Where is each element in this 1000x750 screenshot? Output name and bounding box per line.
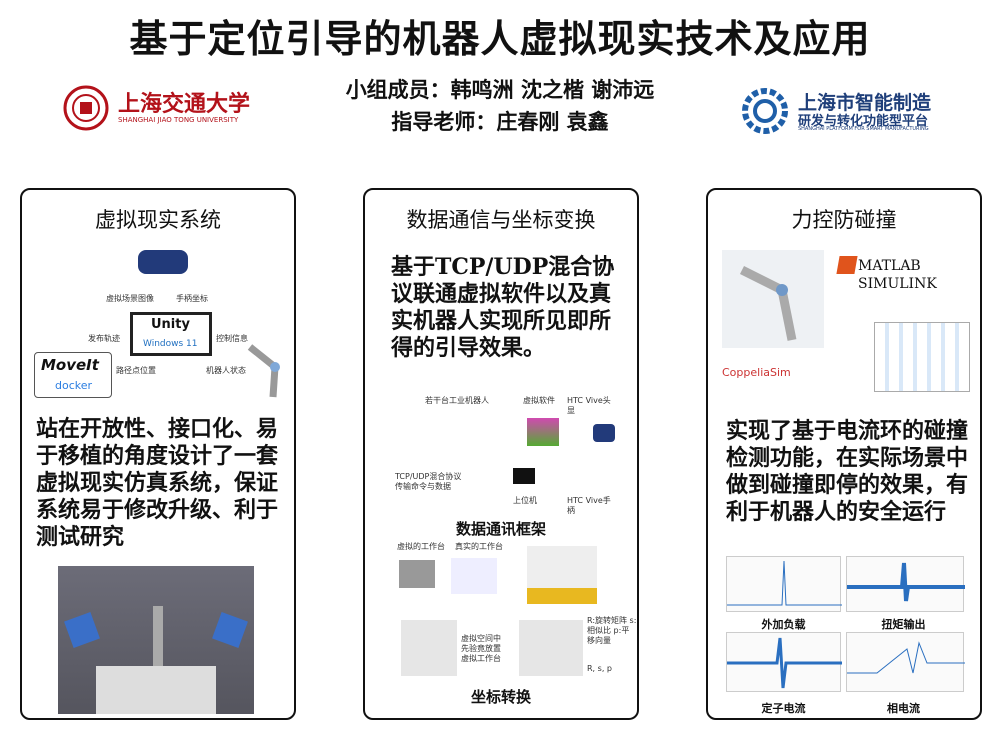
platform-name-cn1: 上海市智能制造 <box>798 92 932 114</box>
label-robots: 若干台工业机器人 <box>425 396 489 405</box>
sjtu-name-cn: 上海交通大学 <box>118 91 251 117</box>
label-controller-coords: 手柄坐标 <box>176 294 208 303</box>
label-pc: 上位机 <box>513 496 537 505</box>
label-rsp: R, s, p <box>587 664 612 673</box>
platform-name-cn2: 研发与转化功能型平台 <box>798 114 929 129</box>
chart-stator-current <box>726 632 842 692</box>
table-shape <box>96 666 216 714</box>
moveit-docker-box: MoveIt docker <box>34 352 112 398</box>
chart-label: 外加负载 <box>761 618 806 631</box>
simulink-label: SIMULINK <box>858 276 937 292</box>
robot-arm-icon <box>739 265 797 341</box>
panel-communication: 数据通信与坐标变换 基于TCP/UDP混合协议联通虚拟软件以及真实机器人实现所见… <box>363 188 639 720</box>
virtual-bench-shape <box>399 560 435 588</box>
headset-icon <box>593 424 615 442</box>
gear-logo-icon <box>742 88 788 134</box>
label-virtual-bench: 虚拟的工作台 <box>397 542 445 551</box>
panel-title: 力控防碰撞 <box>791 208 897 232</box>
vr-scene-image <box>58 566 254 714</box>
panel-text: 基于TCP/UDP混合协议联通虚拟软件以及真实机器人实现所见即所得的引导效果。 <box>391 254 615 361</box>
docker-label: docker <box>55 379 93 392</box>
panel-text: 站在开放性、接口化、易于移植的角度设计了一套虚拟现实仿真系统，保证系统易于修改升… <box>36 416 279 550</box>
members: 小组成员：韩鸣洲 沈之楷 谢沛远 <box>345 78 655 102</box>
virtual-space-shape <box>401 620 457 676</box>
label-robot-state: 机器人状态 <box>206 366 246 375</box>
simulink-model-image <box>874 322 970 392</box>
matlab-label: MATLAB <box>858 258 921 274</box>
platform-name-en: SHANGHAI PLATFORM FOR SMART MANUFACTURIN… <box>798 126 929 132</box>
panel-title: 数据通信与坐标变换 <box>406 208 596 232</box>
label-publish-trajectory: 发布轨迹 <box>88 334 120 343</box>
label-controller: HTC Vive手柄 <box>567 496 611 515</box>
panel-title: 虚拟现实系统 <box>95 208 221 232</box>
vr-headset-icon <box>138 250 188 274</box>
real-bench-shape <box>451 558 497 594</box>
windows-label: Windows 11 <box>143 339 198 349</box>
chart-label: 相电流 <box>887 702 920 715</box>
pc-icon <box>513 468 535 484</box>
label-transform-legend: R:旋转矩阵 s:相似比 p:平移向量 <box>587 616 637 645</box>
sjtu-emblem-icon <box>63 85 109 131</box>
poster-title: 基于定位引导的机器人虚拟现实技术及应用 <box>129 17 871 61</box>
robot-arm-icon <box>247 344 280 398</box>
sjtu-logo: 上海交通大学 SHANGHAI JIAO TONG UNIVERSITY <box>62 84 252 132</box>
caption: 坐标转换 <box>470 688 531 706</box>
chart-external-load <box>726 556 842 612</box>
label-headset: HTC Vive头显 <box>567 396 611 415</box>
vr-system-diagram: Unity Windows 11 MoveIt docker 虚拟场景图像 手柄… <box>30 242 290 402</box>
left-hand-icon <box>64 612 100 648</box>
coordinate-diagram: 虚拟的工作台 真实的工作台 虚拟空间中 先验竟放置 虚拟工作台 R:旋转矩阵 s… <box>395 540 636 680</box>
right-hand-icon <box>212 612 248 648</box>
label-protocol: TCP/UDP混合协议 传输命令与数据 <box>395 472 462 491</box>
chart-torque-output <box>846 556 965 612</box>
coppeliasim-label: CoppeliaSim <box>722 366 791 379</box>
software-screenshot <box>527 418 559 446</box>
label-scene-image: 虚拟场景图像 <box>106 294 154 303</box>
label-software: 虚拟软件 <box>523 396 555 405</box>
panel-text: 实现了基于电流环的碰撞检测功能，在实际场景中做到碰撞即停的效果，有利于机器人的安… <box>726 418 969 525</box>
panel-force-control: 力控防碰撞 MATLAB SIMULINK CoppeliaSim 实现了基于电… <box>706 188 982 720</box>
matlab-icon <box>836 256 858 274</box>
label-waypoints: 路径点位置 <box>116 366 156 375</box>
sjtu-name-en: SHANGHAI JIAO TONG UNIVERSITY <box>118 116 239 124</box>
moveit-label: MoveIt <box>41 356 99 374</box>
label-control-info: 控制信息 <box>216 334 248 343</box>
laptop-icon: Unity Windows 11 <box>130 312 212 356</box>
label-virtual-space: 虚拟空间中 先验竟放置 虚拟工作台 <box>461 634 501 663</box>
chart-phase-current <box>846 632 965 692</box>
real-scene-shape <box>527 546 597 604</box>
chart-label: 定子电流 <box>761 702 806 715</box>
robot-image <box>722 250 824 348</box>
label-real-bench: 真实的工作台 <box>455 542 503 551</box>
advisors: 指导老师：庄春刚 袁鑫 <box>391 110 609 134</box>
panel-vr-system: 虚拟现实系统 Unity Windows 11 MoveIt docker 虚拟… <box>20 188 296 720</box>
caption: 数据通讯框架 <box>455 520 546 538</box>
unity-label: Unity <box>151 317 190 332</box>
chart-label: 扭矩输出 <box>881 618 926 631</box>
communication-diagram: 若干台工业机器人 虚拟软件 HTC Vive头显 TCP/UDP混合协议 传输命… <box>395 396 615 515</box>
robot-shape <box>153 606 163 666</box>
platform-logo: 上海市智能制造 研发与转化功能型平台 SHANGHAI PLATFORM FOR… <box>740 86 950 136</box>
transform-space-shape <box>519 620 583 676</box>
